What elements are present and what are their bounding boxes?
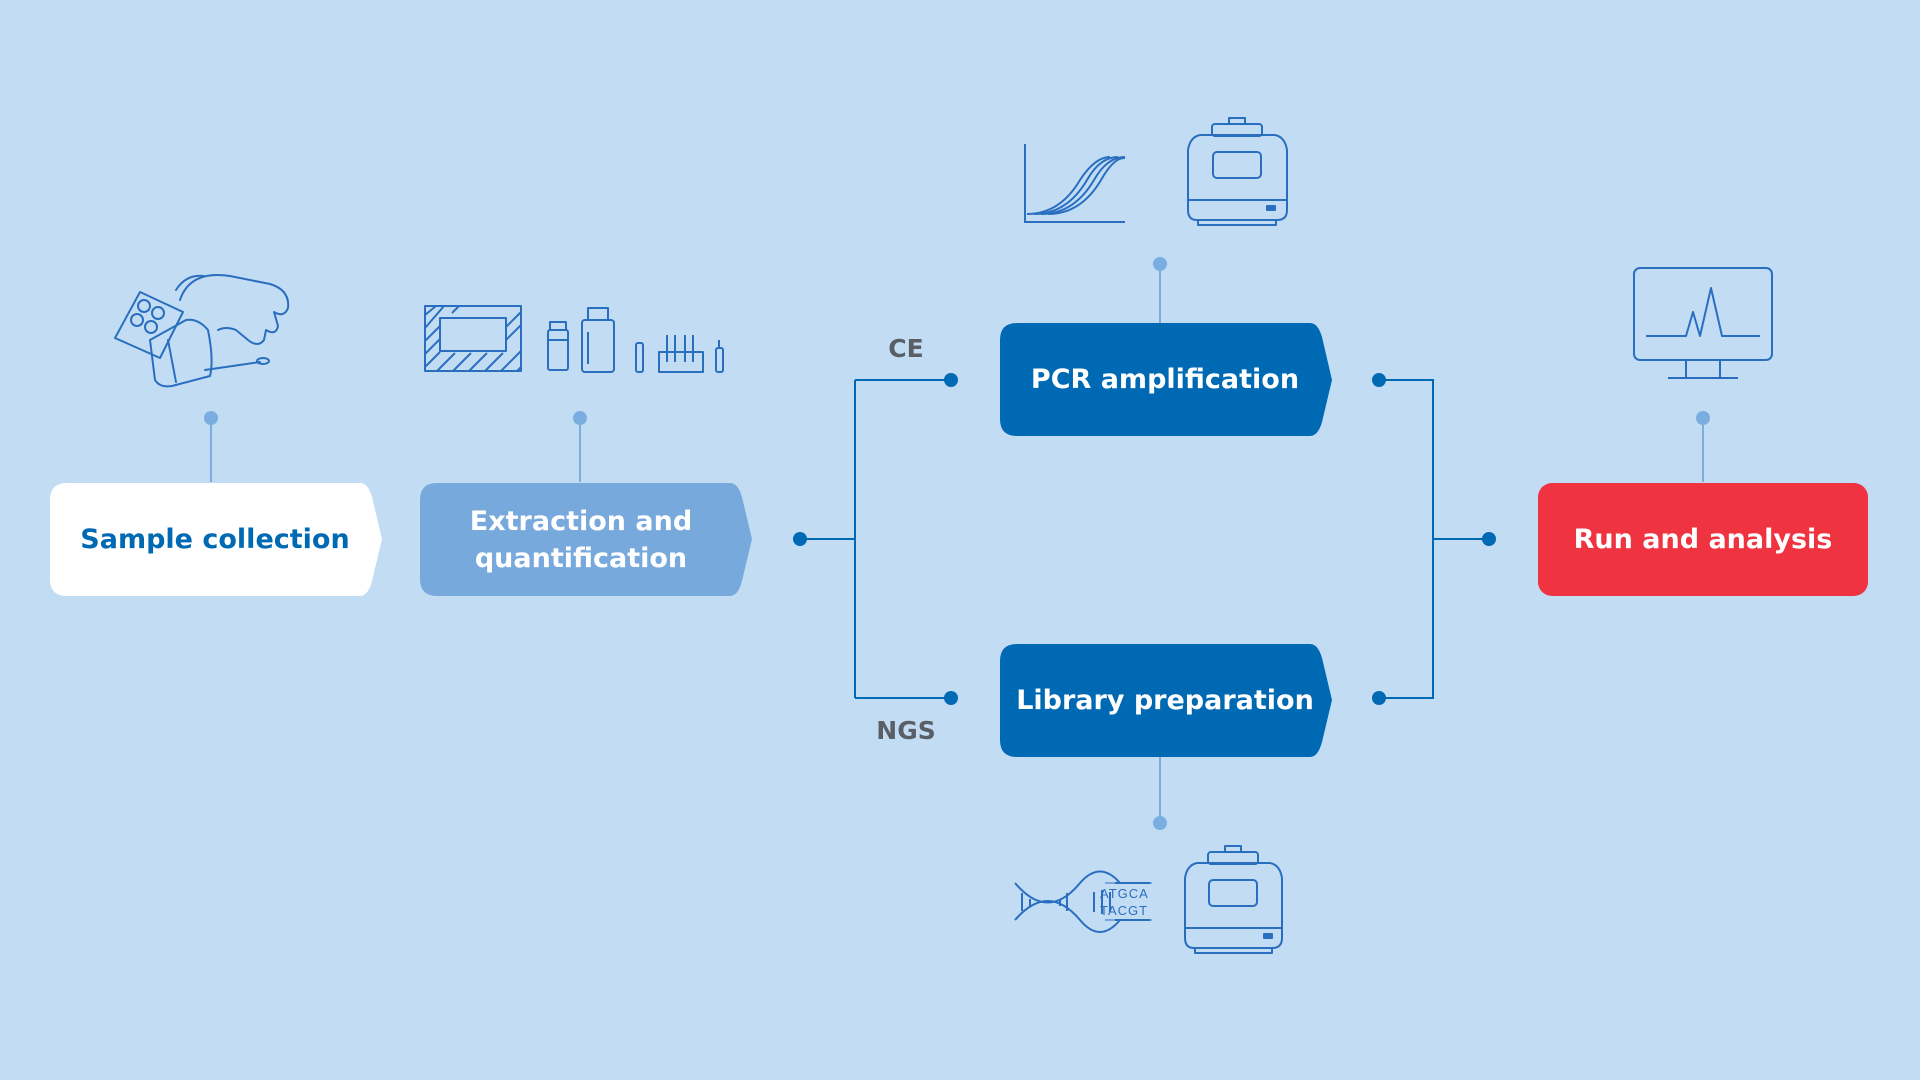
branch-dots — [793, 373, 1496, 705]
ce-branch-label: CE — [888, 334, 924, 363]
connector-dots — [204, 257, 1710, 830]
monitor-peak-icon — [1633, 267, 1773, 379]
lab-instruments-icon — [424, 305, 724, 373]
branch-split-connector — [800, 379, 951, 699]
dna-sequence-icon — [1014, 870, 1152, 933]
connectors — [210, 264, 1704, 823]
dna-bottom-sequence: TACGT — [1100, 903, 1148, 918]
dna-top-sequence: ATGCA — [1100, 886, 1149, 901]
run-and-analysis-box[interactable] — [1538, 483, 1868, 596]
library-preparation-box[interactable] — [1000, 644, 1332, 757]
ngs-branch-label: NGS — [876, 716, 936, 745]
pcr-amplification-box[interactable] — [1000, 323, 1332, 436]
gloves-swab-plate-icon — [114, 274, 290, 388]
thermal-cycler-icon — [1187, 117, 1288, 226]
amplification-curve-icon — [1024, 144, 1126, 223]
branch-merge-connector — [1379, 379, 1489, 699]
sequencer-instrument-icon — [1184, 845, 1283, 954]
sample-collection-box[interactable] — [50, 483, 382, 596]
extraction-box[interactable] — [420, 483, 752, 596]
